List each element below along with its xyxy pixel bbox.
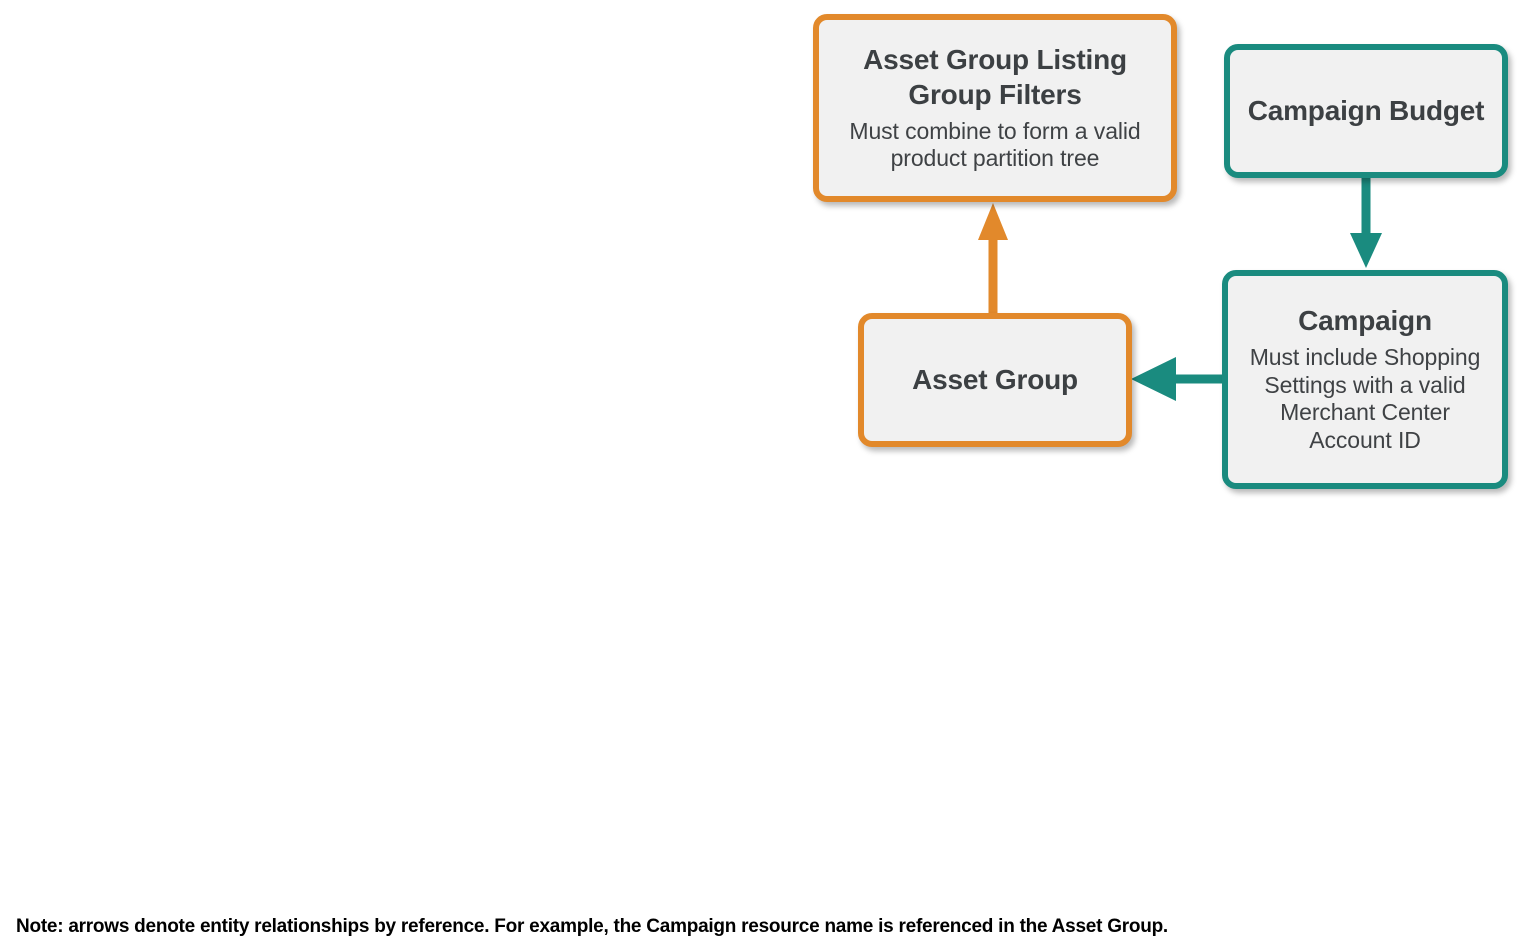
node-title: Campaign: [1298, 305, 1432, 337]
arrowhead-teal-down: [1350, 233, 1382, 268]
node-campaign[interactable]: Campaign Must include Shopping Settings …: [1222, 270, 1508, 489]
node-subtitle: Must combine to form a valid product par…: [849, 117, 1141, 172]
node-subtitle: Must include Shopping Settings with a va…: [1249, 344, 1481, 453]
node-title: Campaign Budget: [1247, 94, 1485, 126]
node-campaign-budget[interactable]: Campaign Budget: [1224, 44, 1508, 178]
edge-campaign-budget-to-campaign: [1350, 176, 1382, 268]
edge-asset-group-to-listing-group-filters: [978, 203, 1008, 316]
diagram-note: Note: arrows denote entity relationships…: [16, 916, 1168, 937]
node-title: Asset Group: [912, 363, 1078, 395]
node-asset-group-listing-group-filters[interactable]: Asset Group Listing Group Filters Must c…: [813, 14, 1177, 202]
arrowhead-orange-up: [978, 203, 1008, 240]
arrowhead-teal-left: [1131, 357, 1176, 401]
edge-campaign-to-asset-group: [1131, 357, 1224, 401]
node-asset-group[interactable]: Asset Group: [858, 313, 1132, 447]
node-title: Asset Group Listing Group Filters: [863, 44, 1127, 110]
